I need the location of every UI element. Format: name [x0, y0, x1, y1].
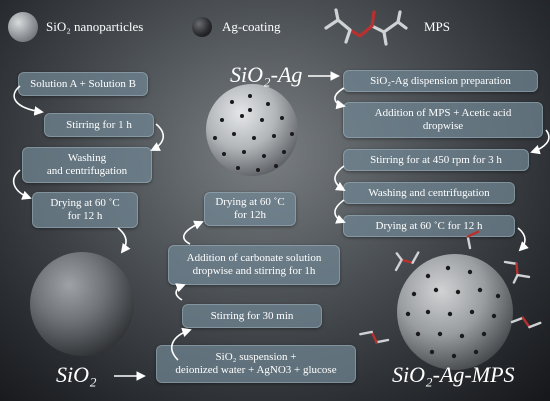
- step-washing-centrifugation-2: Washing and centrifugation: [343, 182, 515, 204]
- ag-dots: [213, 94, 294, 172]
- mps-molecules: [359, 230, 542, 344]
- sio2-sphere: [30, 252, 134, 356]
- arrow-c1-4: [117, 227, 131, 254]
- arrow-c3-1: [334, 87, 346, 110]
- step-sio2-ag-dispension: SiO₂-Ag dispension preparation: [343, 70, 538, 92]
- step-drying-3: Drying at 60 ˚C for 12 h: [343, 215, 515, 237]
- step-stirring-450rpm: Stirring for at 450 rpm for 3 h: [343, 149, 529, 171]
- sio2-ag-mps-label: SiO₂-Ag-MPS: [392, 362, 515, 387]
- arrow-c2-2: [175, 283, 186, 301]
- sio2-legend-icon: [8, 12, 38, 42]
- step-stirring-30min: Stirring for 30 min: [182, 304, 322, 328]
- step-addition-mps: Addition of MPS + Acetic acid dropwise: [343, 102, 543, 138]
- step-drying-2: Drying at 60 ˚C for 12h: [204, 192, 296, 226]
- ag-dots-mps: [405, 265, 501, 359]
- sio2-ag-mps-sphere: [397, 254, 513, 370]
- ag-legend-icon: [192, 17, 212, 37]
- mps-molecule-icon: [324, 8, 408, 46]
- mps-legend-label: MPS: [424, 19, 451, 34]
- step-sio2-suspension: SiO₂ suspension + deionized water + AgNO…: [156, 345, 356, 383]
- arrow-c2-3: [182, 220, 204, 245]
- ag-legend-label: Ag-coating: [222, 19, 281, 34]
- sio2-ag-label: SiO₂-Ag: [230, 62, 303, 87]
- step-stirring-1h: Stirring for 1 h: [44, 113, 154, 137]
- sio2-legend-label: SiO₂ nanoparticles: [46, 19, 144, 34]
- sio2-label: SiO₂: [56, 362, 97, 387]
- step-solution-a-b: Solution A + Solution B: [18, 72, 148, 96]
- step-washing-centrifugation-1: Washing and centrifugation: [22, 147, 152, 183]
- arrow-c3-5: [517, 227, 529, 252]
- sio2-ag-sphere: [206, 84, 298, 176]
- step-addition-carbonate: Addition of carbonate solution dropwise …: [168, 245, 340, 285]
- step-drying-1: Drying at 60 ˚C for 12 h: [32, 192, 138, 228]
